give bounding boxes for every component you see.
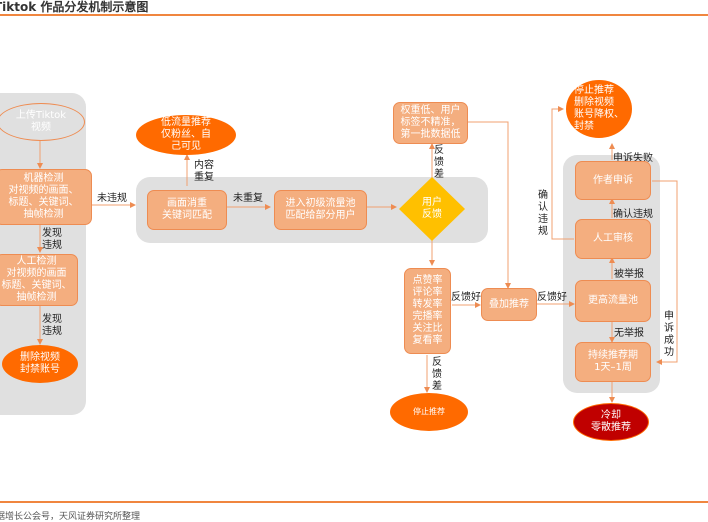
node-user-feedback-label: 用户 反馈 <box>422 197 442 220</box>
edge-label-reported: 被举报 <box>614 269 644 280</box>
edge-review-stopdelete <box>551 106 574 240</box>
edge-label-confirmed-violation: 确认违规 <box>613 209 653 220</box>
node-higher-pool: 更高流量池 <box>575 280 651 322</box>
edge-lowweight-stack <box>467 121 511 289</box>
edge-label-content-duplicate: 内容 重复 <box>194 160 214 183</box>
edge-label-found-violation-1: 发现 违规 <box>42 228 62 251</box>
header-divider <box>0 14 708 16</box>
node-metrics: 点赞率 评论率 转发率 完播率 关注比 复看率 <box>404 268 451 354</box>
user-feedback-diamond <box>399 177 465 241</box>
node-author-appeal: 作者申诉 <box>575 161 651 200</box>
node-delete-ban: 删除视频 封禁账号 <box>2 345 78 383</box>
edge-appeal-sustained <box>652 180 678 365</box>
edge-label-not-duplicate: 未重复 <box>233 193 263 204</box>
node-machine-check: 机器检测 对视频的画面、 标题、关键词、 抽帧检测 <box>0 169 92 225</box>
edge-label-good-feedback-1: 反馈好 <box>451 292 481 303</box>
node-initial-pool: 进入初级流量池 匹配给部分用户 <box>274 190 367 230</box>
edge-label-found-violation-2: 发现 违规 <box>42 314 62 337</box>
edge-label-no-violation: 未违规 <box>97 193 127 204</box>
node-manual-check: 人工检测 对视频的画面 标题、关键词、 抽帧检测 <box>0 254 78 306</box>
node-manual-review: 人工审核 <box>575 219 651 259</box>
edge-label-bad-feedback-1: 反 馈 差 <box>434 145 444 180</box>
node-sustained-period: 持续推荐期 1天–1周 <box>575 342 651 382</box>
edge-label-good-feedback-2: 反馈好 <box>537 292 567 303</box>
edge-label-not-reported: 无举报 <box>614 328 644 339</box>
source-note: 据增长公会号，天风证券研究所整理 <box>0 512 141 522</box>
edge-label-bad-feedback-2: 反 馈 差 <box>432 357 442 392</box>
node-stop-recommend: 停止推荐 <box>390 393 468 431</box>
node-low-weight: 权重低、用户 标签不精准， 第一批数据低 <box>393 102 468 144</box>
edge-label-appeal-success: 申 诉 成 功 <box>664 311 674 358</box>
node-stack-recommend: 叠加推荐 <box>481 288 537 321</box>
page-title: Tiktok 作品分发机制示意图 <box>0 0 149 14</box>
edge-label-appeal-failed: 申诉失败 <box>613 153 653 164</box>
node-low-traffic: 低流量推荐 仅粉丝、自 己可见 <box>136 115 236 155</box>
node-dedup-match: 画面消重 关键词匹配 <box>147 190 227 230</box>
footer-divider <box>0 501 708 503</box>
node-stop-delete-downgrade: 停止推荐 删除视频 账号降权、 封禁 <box>566 80 632 138</box>
node-upload-video: 上传Tiktok 视频 <box>0 103 85 141</box>
node-cooldown: 冷却 零散推荐 <box>573 403 649 441</box>
edge-label-confirmed-violation-side: 确 认 违 规 <box>538 190 548 237</box>
